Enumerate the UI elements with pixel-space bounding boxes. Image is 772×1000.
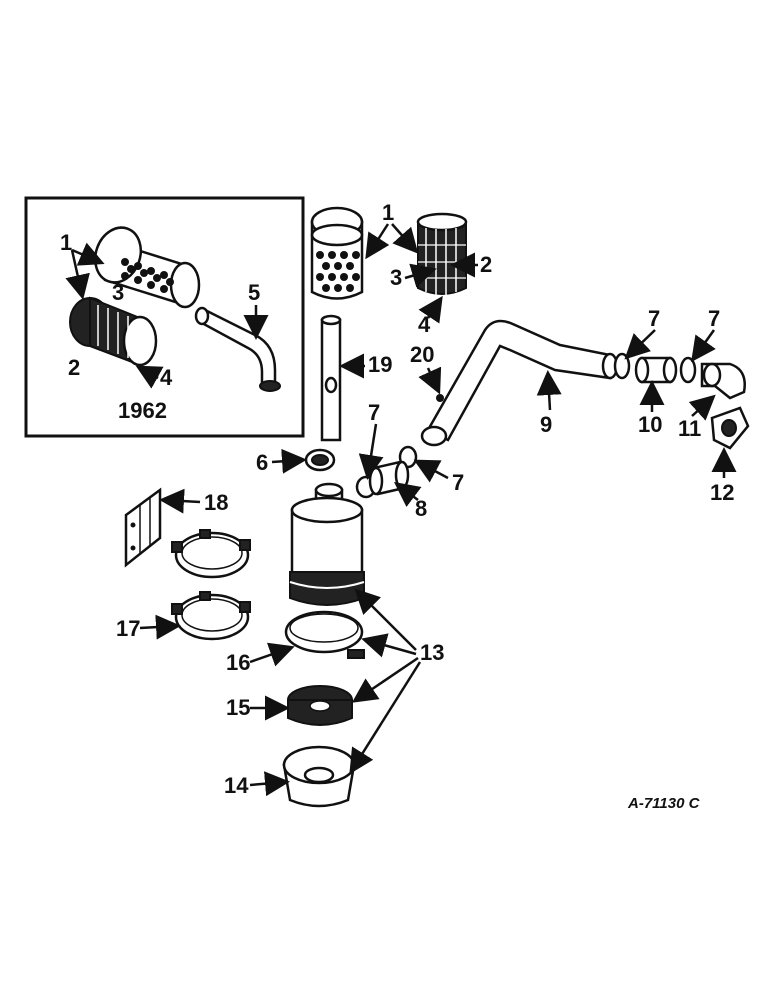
callout-7b: 7 xyxy=(708,306,720,331)
inset-intake-tube xyxy=(198,308,277,387)
callout-3: 3 xyxy=(390,265,402,290)
air-tube xyxy=(320,314,342,442)
mounting-band-lower xyxy=(171,591,251,641)
mounting-band-upper xyxy=(171,529,251,579)
callout-2-inset: 2 xyxy=(68,355,80,380)
callout-2: 2 xyxy=(480,252,492,277)
callout-6: 6 xyxy=(256,450,268,475)
mounting-bracket xyxy=(124,487,162,568)
inset-1962: 1962 1 3 2 4 5 xyxy=(24,196,305,438)
oil-cup xyxy=(282,745,356,808)
mounting-flange xyxy=(710,406,750,450)
callout-11: 11 xyxy=(678,416,701,441)
callout-4-inset: 4 xyxy=(160,365,173,390)
filter-element xyxy=(310,206,364,300)
oil-cup-screen xyxy=(287,685,353,726)
callout-19: 19 xyxy=(368,352,392,377)
clamp-band xyxy=(284,610,365,659)
inset-year-label: 1962 xyxy=(118,398,167,423)
intake-hose xyxy=(420,319,619,447)
inset-filter-element xyxy=(93,226,201,309)
callout-15: 15 xyxy=(226,695,250,720)
callout-12: 12 xyxy=(710,480,734,505)
callout-7c: 7 xyxy=(452,470,464,495)
screen-element xyxy=(416,212,468,295)
callout-17: 17 xyxy=(116,616,140,641)
callout-20: 20 xyxy=(410,342,434,367)
callout-1: 1 xyxy=(382,200,394,225)
callout-7a: 7 xyxy=(648,306,660,331)
hose-clamp-a xyxy=(613,352,631,380)
callout-13: 13 xyxy=(420,640,444,665)
callout-5-inset: 5 xyxy=(248,280,260,305)
hose-clamp-b xyxy=(679,356,697,384)
callout-10: 10 xyxy=(638,412,662,437)
callout-9: 9 xyxy=(540,412,552,437)
callout-14: 14 xyxy=(224,773,249,798)
fitting-20 xyxy=(436,394,444,402)
inset-screen-element xyxy=(69,296,158,367)
elbow-fitting xyxy=(700,362,746,400)
clamp-small xyxy=(304,448,336,472)
callout-3-inset: 3 xyxy=(112,280,124,305)
air-cleaner-body xyxy=(289,482,365,606)
callout-18: 18 xyxy=(204,490,228,515)
connector-sleeve xyxy=(634,356,678,384)
callout-1-inset: 1 xyxy=(60,230,72,255)
callout-16: 16 xyxy=(226,650,250,675)
drawing-number: A-71130 C xyxy=(627,795,701,812)
callout-7d: 7 xyxy=(368,400,380,425)
